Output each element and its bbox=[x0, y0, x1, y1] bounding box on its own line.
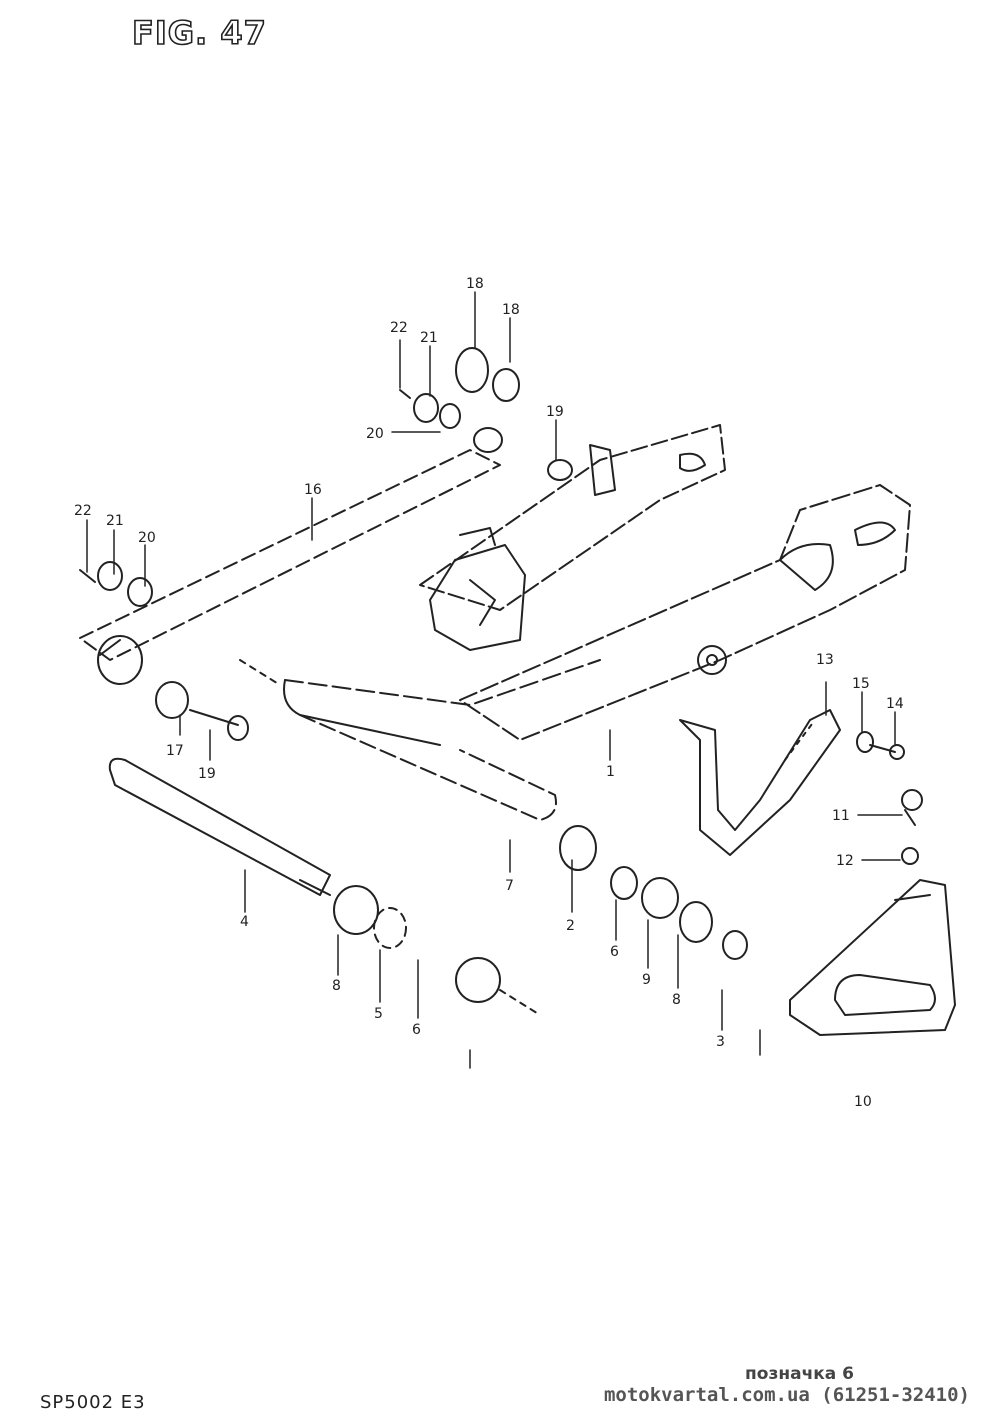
callout-2: 2 bbox=[566, 918, 575, 934]
callout-1: 1 bbox=[606, 764, 615, 780]
callout-8: 8 bbox=[672, 992, 681, 1008]
callout-3: 3 bbox=[716, 1034, 725, 1050]
leader-lines bbox=[86, 291, 903, 1069]
callout-17: 17 bbox=[166, 743, 184, 759]
chain-guide-10 bbox=[789, 879, 956, 1036]
callout-4: 4 bbox=[240, 914, 249, 930]
callout-14: 14 bbox=[886, 696, 904, 712]
callout-12: 12 bbox=[836, 853, 854, 869]
callout-labels: 18 18 22 21 19 20 16 22 21 20 17 19 13 1… bbox=[74, 276, 904, 1110]
callout-16: 16 bbox=[304, 482, 322, 498]
figure-title: FIG. 47 bbox=[131, 13, 267, 53]
shock-link-parts bbox=[79, 347, 573, 607]
callout-10: 10 bbox=[854, 1094, 872, 1110]
hardware-fasteners bbox=[856, 731, 923, 865]
callout-8: 8 bbox=[332, 978, 341, 994]
callout-21: 21 bbox=[420, 330, 438, 346]
callout-18: 18 bbox=[502, 302, 520, 318]
callout-22: 22 bbox=[74, 503, 92, 519]
callout-9: 9 bbox=[642, 972, 651, 988]
callout-5: 5 bbox=[374, 1006, 383, 1022]
callout-20: 20 bbox=[366, 426, 384, 442]
central-bracket bbox=[429, 527, 526, 651]
bracket-plate-13 bbox=[679, 709, 841, 856]
watermark-label: позначка 6 bbox=[745, 1364, 854, 1384]
chain-case-16 bbox=[79, 449, 501, 661]
callout-18: 18 bbox=[466, 276, 484, 292]
callout-19: 19 bbox=[198, 766, 216, 782]
callout-6: 6 bbox=[412, 1022, 421, 1038]
swingarm-arm-main bbox=[459, 484, 911, 741]
pivot-cross-tube bbox=[239, 659, 601, 821]
callout-13: 13 bbox=[816, 652, 834, 668]
callout-19: 19 bbox=[546, 404, 564, 420]
callout-6: 6 bbox=[610, 944, 619, 960]
watermark-site: motokvartal.com.ua (61251-32410) bbox=[603, 1384, 970, 1406]
callout-15: 15 bbox=[852, 676, 870, 692]
pivot-bearings bbox=[97, 635, 748, 1016]
callout-7: 7 bbox=[505, 878, 514, 894]
drawing-code: SP5002 E3 bbox=[40, 1392, 146, 1413]
callout-21: 21 bbox=[106, 513, 124, 529]
swingarm-arm-upper bbox=[419, 424, 726, 611]
callout-22: 22 bbox=[390, 320, 408, 336]
callout-11: 11 bbox=[832, 808, 850, 824]
pivot-shaft-4 bbox=[108, 757, 331, 896]
callout-20: 20 bbox=[138, 530, 156, 546]
